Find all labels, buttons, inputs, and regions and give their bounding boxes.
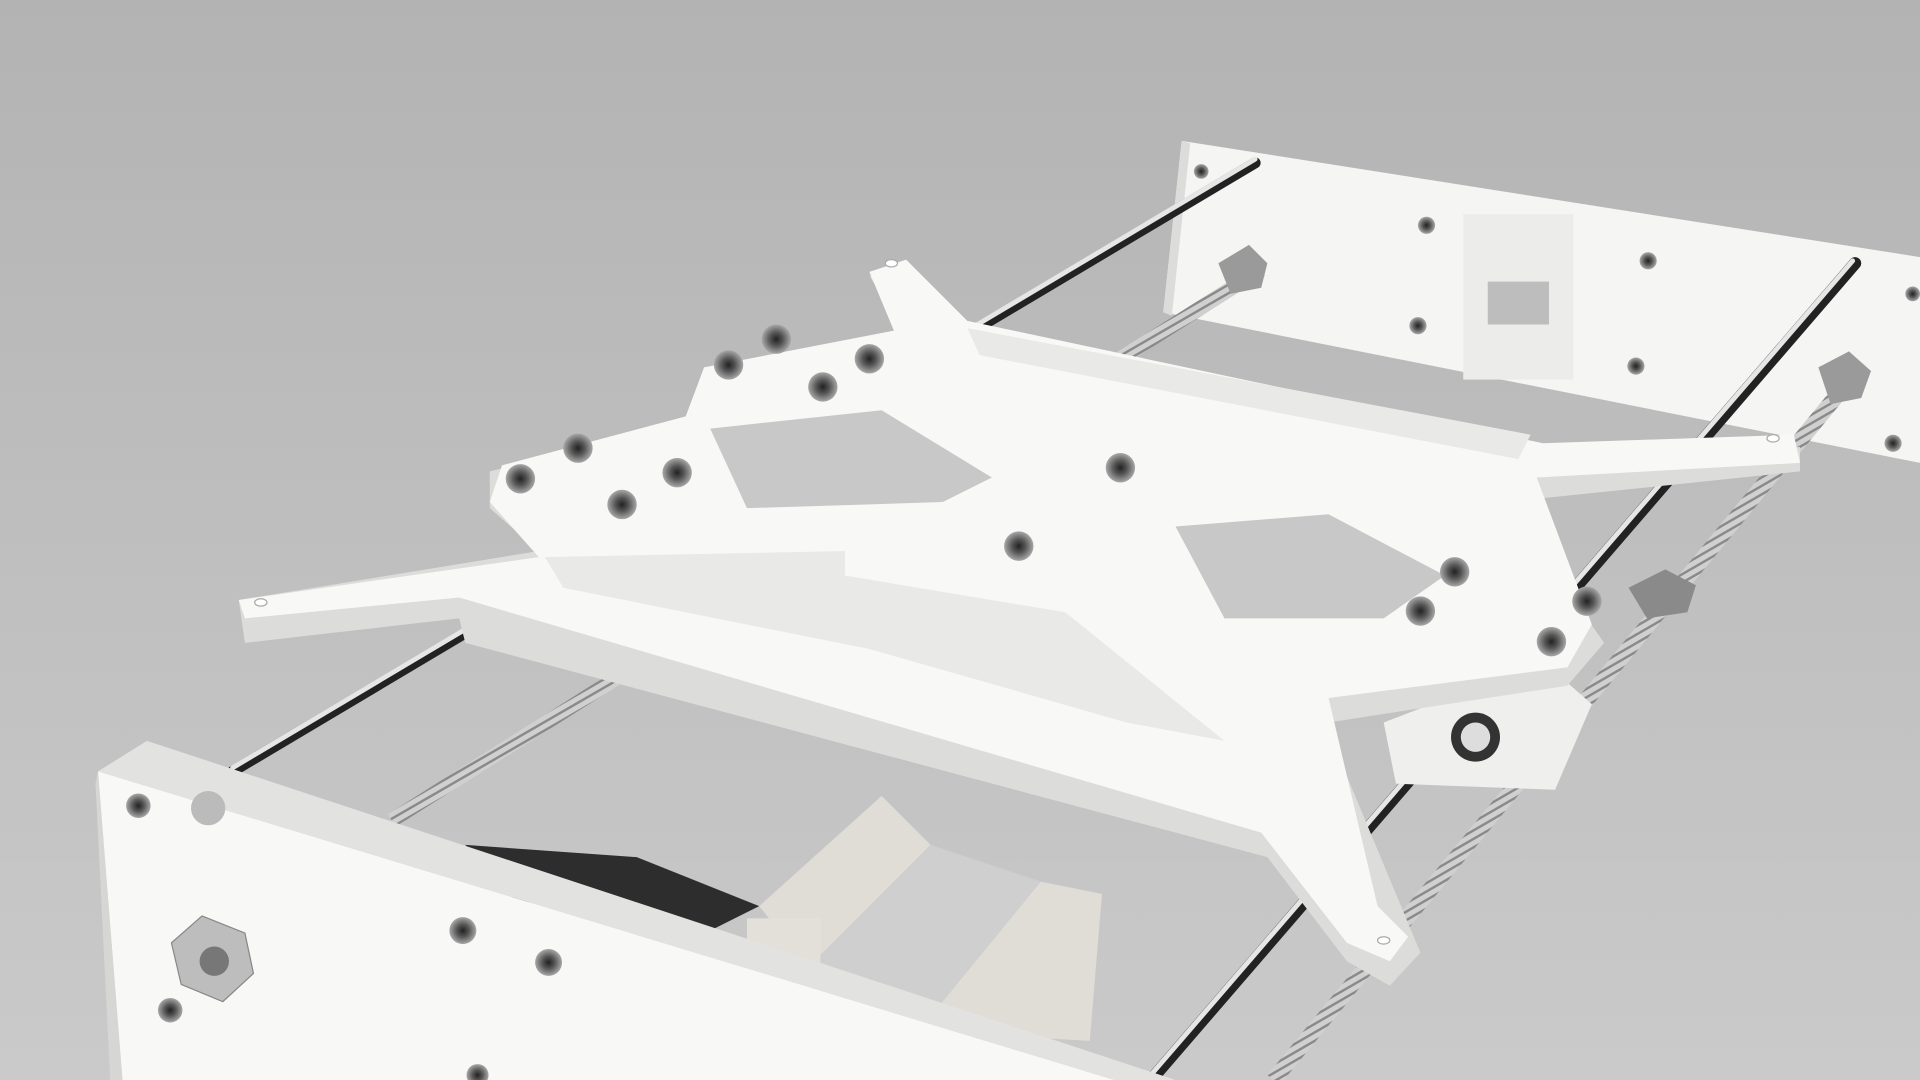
nut — [1218, 244, 1268, 294]
nut — [1818, 351, 1872, 405]
back-plate — [1163, 140, 1920, 463]
nut — [1628, 569, 1696, 619]
y-carriage — [238, 258, 1800, 986]
front-plate — [95, 740, 1176, 1080]
